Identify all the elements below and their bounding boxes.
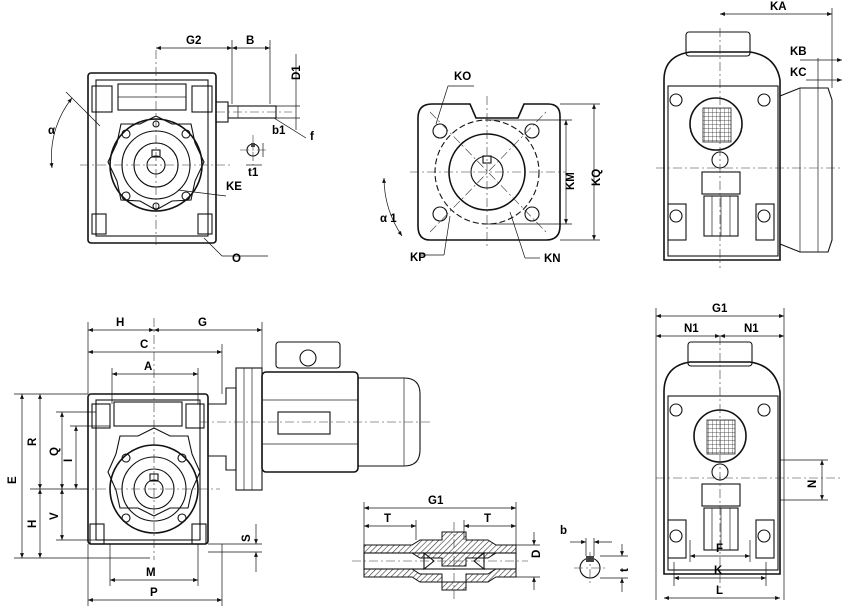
label-t: t	[619, 568, 631, 572]
label-H-side: H	[27, 520, 39, 528]
label-F: F	[716, 543, 723, 555]
label-b: b	[560, 525, 567, 537]
label-B: B	[246, 35, 254, 47]
label-G: G	[198, 317, 207, 329]
label-D1: D1	[291, 65, 303, 80]
label-S: S	[241, 534, 253, 542]
label-KB: KB	[790, 46, 807, 58]
label-KE: KE	[226, 181, 242, 193]
label-A: A	[144, 361, 152, 373]
reducer-with-motor-view: H G C A E R Q I H V S M P	[7, 317, 430, 606]
label-L: L	[716, 585, 723, 597]
hollow-shaft-section: G1 T T D	[352, 495, 543, 600]
label-V: V	[49, 512, 61, 520]
side-view-bottom-right: G1 N1 N1 N F K L	[655, 303, 840, 600]
label-M: M	[146, 567, 156, 579]
side-view-flange: KA KB KC	[656, 1, 842, 268]
label-KQ: KQ	[591, 169, 603, 186]
flange-view: KO KM KQ α 1 KP KN	[380, 71, 603, 265]
label-t1: t1	[248, 167, 259, 179]
label-O: O	[232, 253, 241, 265]
label-E: E	[7, 476, 19, 484]
label-KA: KA	[770, 1, 787, 13]
label-H-top: H	[116, 317, 124, 329]
label-KP: KP	[410, 252, 426, 264]
label-N1-left: N1	[684, 323, 699, 335]
label-P: P	[150, 587, 158, 599]
label-b1: b1	[272, 125, 286, 137]
label-G2: G2	[186, 35, 201, 47]
front-view-reducer: G2 B D1 α f b1 t1 KE O	[48, 35, 314, 265]
label-KO: KO	[454, 71, 471, 83]
keyway-detail: b t	[560, 525, 631, 592]
label-G1-shaft: G1	[428, 495, 444, 507]
label-R: R	[27, 437, 39, 446]
label-KM: KM	[565, 172, 577, 190]
label-K: K	[714, 565, 723, 577]
label-T-right: T	[484, 513, 491, 525]
label-N1-right: N1	[744, 323, 759, 335]
label-T-left: T	[384, 513, 391, 525]
label-Q: Q	[49, 447, 61, 456]
label-KN: KN	[544, 253, 561, 265]
label-alpha1: α 1	[380, 213, 397, 225]
label-KC: KC	[790, 67, 807, 79]
label-D: D	[531, 550, 543, 558]
label-f: f	[310, 131, 314, 143]
label-C: C	[140, 339, 148, 351]
label-I: I	[63, 459, 75, 462]
label-N: N	[807, 480, 819, 488]
label-alpha: α	[48, 125, 55, 137]
label-G1-right: G1	[712, 303, 728, 315]
